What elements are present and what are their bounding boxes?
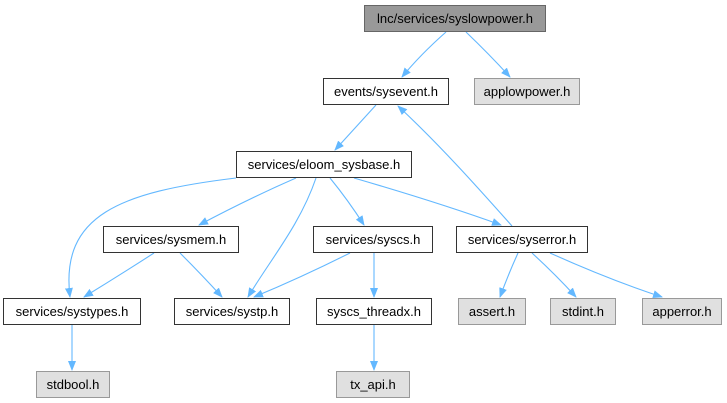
stdbool-header-node: stdbool.h xyxy=(36,371,110,398)
edge-sysbase-to-syserror xyxy=(353,177,502,226)
syserror-header-node[interactable]: services/syserror.h xyxy=(456,226,588,253)
stdint-header-node: stdint.h xyxy=(550,298,616,325)
edge-sysbase-to-systypes xyxy=(64,177,237,298)
edge-root-to-applowpower xyxy=(465,31,511,78)
systypes-header-node[interactable]: services/systypes.h xyxy=(3,298,141,325)
edge-sysmem-to-systp xyxy=(179,252,223,298)
edge-syscs-to-systp xyxy=(253,252,351,298)
systp-header-node[interactable]: services/systp.h xyxy=(174,298,290,325)
tx-api-header-node: tx_api.h xyxy=(336,371,410,398)
edge-syserror-to-stdint xyxy=(531,252,577,298)
edge-sysbase-to-sysmem xyxy=(198,177,297,226)
applowpower-header-node: applowpower.h xyxy=(474,78,580,105)
edge-sysmem-to-systypes xyxy=(83,252,155,298)
edge-syserror-to-sysevent xyxy=(397,105,513,227)
assert-header-node: assert.h xyxy=(458,298,526,325)
edge-sysbase-to-syscs xyxy=(329,177,365,226)
root-header-node: lnc/services/syslowpower.h xyxy=(364,5,546,32)
apperror-header-node: apperror.h xyxy=(642,298,722,325)
syscs-header-node[interactable]: services/syscs.h xyxy=(313,226,433,253)
edge-sysevent-to-sysbase xyxy=(334,104,377,151)
edge-syserror-to-apperror xyxy=(549,252,663,299)
sysbase-header-node[interactable]: services/eloom_sysbase.h xyxy=(236,151,412,178)
edge-sysbase-to-systp xyxy=(247,177,317,298)
edge-syserror-to-assert xyxy=(499,252,519,298)
sysmem-header-node[interactable]: services/sysmem.h xyxy=(103,226,239,253)
sysevent-header-node[interactable]: events/sysevent.h xyxy=(323,78,449,105)
syscs-threadx-header-node[interactable]: syscs_threadx.h xyxy=(316,298,432,325)
edge-root-to-sysevent xyxy=(401,31,447,78)
